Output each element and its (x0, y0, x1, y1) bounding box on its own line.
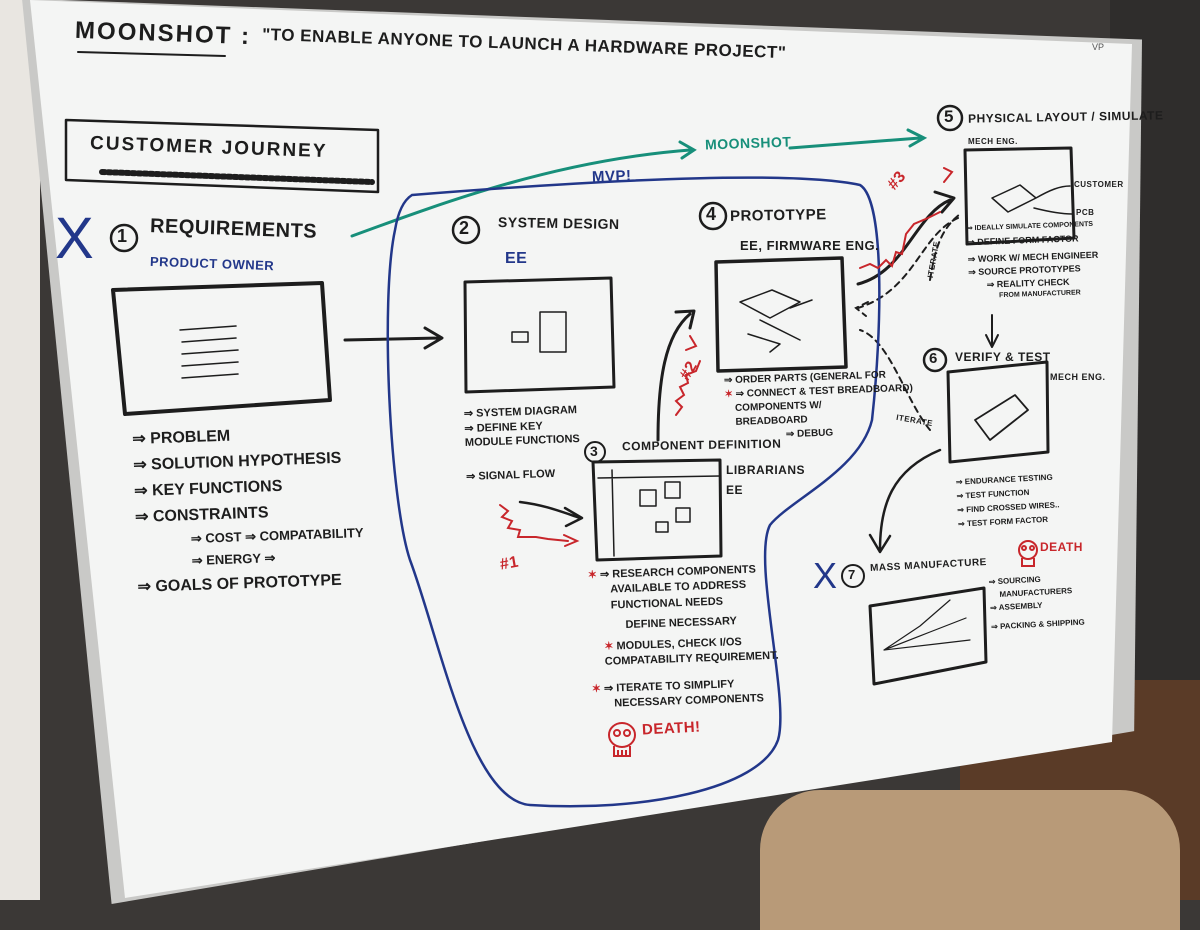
skull-icon-2 (1018, 540, 1038, 567)
step3-sketch-box (591, 458, 723, 562)
list-item: MODULE FUNCTIONS (464, 433, 580, 450)
step6-number: 6 (929, 350, 938, 367)
red-label-1: #1 (498, 553, 521, 574)
wall-left (0, 0, 40, 900)
customer-journey-box (64, 118, 380, 194)
step6-sketch-box (946, 360, 1050, 464)
step6-title: VERIFY & TEST (955, 350, 1051, 364)
iterate-arrow-5-to-4 (857, 217, 959, 309)
moonshot-arrow-label: MOONSHOT (704, 133, 792, 153)
arrow-signal-to-3 (518, 500, 584, 528)
step5-list: ⇒ IDEALLY SIMULATE COMPONENTS ⇒ DEFINE F… (967, 220, 1100, 307)
step2-number-circle (451, 215, 481, 245)
red-arrow-1 (499, 504, 580, 547)
title-underline (77, 51, 226, 57)
step4-role: EE, FIRMWARE ENG. (740, 238, 880, 253)
mvp-label: MVP! (591, 167, 632, 186)
step3-number-circle (584, 441, 606, 463)
step5-sketch-box (963, 146, 1076, 246)
step5-number: 5 (944, 107, 954, 126)
list-item: DEFINE NECESSARY (625, 615, 738, 632)
mvp-boundary (386, 176, 881, 808)
step3-list: ✶ ⇒ RESEARCH COMPONENTS AVAILABLE TO ADD… (588, 562, 781, 714)
brand-mark: VP (1092, 42, 1105, 52)
x-mark-step7: X (813, 555, 838, 596)
step4-number-circle (698, 201, 728, 231)
x-mark-step1: X (55, 206, 95, 271)
step2-role: EE (505, 250, 528, 267)
diagram-ink (64, 51, 1076, 808)
step1-sketch-box (111, 281, 332, 416)
step3-death-label: DEATH! (641, 718, 701, 739)
step5-number-circle (936, 104, 964, 132)
step5-role: MECH ENG. (968, 137, 1018, 146)
step7-death-label: DEATH (1040, 540, 1083, 554)
step7-list: ⇒ SOURCING MANUFACTURERS ⇒ ASSEMBLY ⇒ PA… (989, 573, 1086, 636)
skull-icon (608, 722, 636, 757)
step1-list: ⇒ PROBLEM ⇒ SOLUTION HYPOTHESIS ⇒ KEY FU… (132, 421, 366, 603)
red-arrow-3 (859, 167, 954, 270)
step6-number-circle (922, 347, 948, 373)
step6-role: MECH ENG. (1050, 372, 1106, 382)
iterate-arrow-5-up (929, 213, 961, 281)
step7-number: 7 (848, 567, 856, 582)
step5-sketch-label-pcb: PCB (1076, 208, 1095, 217)
moonshot-arrow (350, 140, 697, 238)
step7-number-circle (841, 564, 865, 588)
step2-list: ⇒ SYSTEM DIAGRAM ⇒ DEFINE KEY MODULE FUN… (464, 403, 582, 485)
step5-sketch-label-customer: CUSTOMER (1074, 180, 1124, 189)
step1-number-circle (109, 223, 139, 253)
step4-list: ⇒ ORDER PARTS (GENERAL FOR ✶ ⇒ CONNECT &… (724, 369, 915, 446)
step4-number: 4 (706, 204, 717, 224)
arrow-6-to-7 (868, 448, 942, 554)
arrow-5-to-6 (985, 314, 999, 348)
step2-sketch-box (463, 276, 616, 394)
step2-title: SYSTEM DESIGN (497, 213, 620, 233)
step2-number: 2 (459, 218, 470, 238)
arrow-3-to-4 (656, 309, 696, 442)
step4-sketch-box (714, 256, 848, 373)
iterate-arrow-6-to-4 (859, 329, 931, 431)
step6-list: ⇒ ENDURANCE TESTING ⇒ TEST FUNCTION ⇒ FI… (956, 472, 1061, 533)
arrow-4-to-5 (856, 190, 956, 286)
step4-title: PROTOTYPE (729, 206, 827, 225)
step3-number: 3 (590, 443, 599, 459)
step1-number: 1 (117, 226, 128, 246)
arrow-1-to-2 (343, 326, 444, 350)
red-arrow-2 (674, 335, 701, 416)
step7-sketch-box (868, 586, 988, 686)
